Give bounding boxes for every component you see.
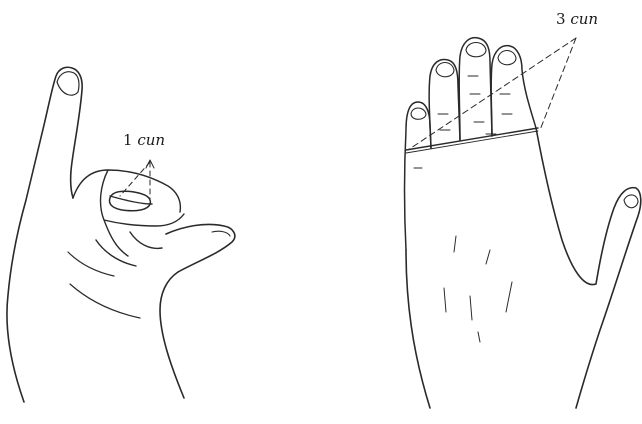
right-label-pointer-2 bbox=[540, 38, 576, 130]
right-little-finger bbox=[405, 102, 432, 250]
right-little-nail bbox=[411, 108, 426, 119]
left-hand-drawing bbox=[7, 67, 235, 402]
right-thumbnail bbox=[624, 195, 638, 208]
left-palm-contour bbox=[160, 224, 235, 398]
right-measure-line bbox=[406, 128, 538, 150]
three-cun-unit: cun bbox=[570, 10, 598, 28]
left-label-pointer bbox=[120, 162, 150, 196]
right-hand-back bbox=[406, 128, 641, 408]
right-measure-line-2 bbox=[406, 131, 538, 153]
one-cun-label: 1 cun bbox=[123, 131, 165, 149]
right-middle-finger bbox=[459, 38, 492, 140]
three-cun-label: 3 cun bbox=[556, 10, 598, 28]
left-curled-fingers bbox=[73, 170, 184, 266]
right-index-nail bbox=[498, 51, 516, 65]
three-cun-number: 3 bbox=[556, 10, 566, 28]
left-thumbnail bbox=[57, 72, 79, 95]
right-middle-nail bbox=[466, 43, 486, 57]
right-ring-nail bbox=[436, 63, 454, 77]
left-thumbnail-lower bbox=[212, 231, 230, 236]
right-tendons bbox=[444, 236, 512, 342]
right-ring-finger bbox=[429, 60, 460, 148]
one-cun-number: 1 bbox=[123, 131, 133, 149]
left-palm-inner bbox=[68, 252, 140, 318]
left-hand-outline bbox=[7, 67, 82, 402]
one-cun-unit: cun bbox=[137, 131, 165, 149]
right-hand-drawing bbox=[405, 38, 641, 408]
